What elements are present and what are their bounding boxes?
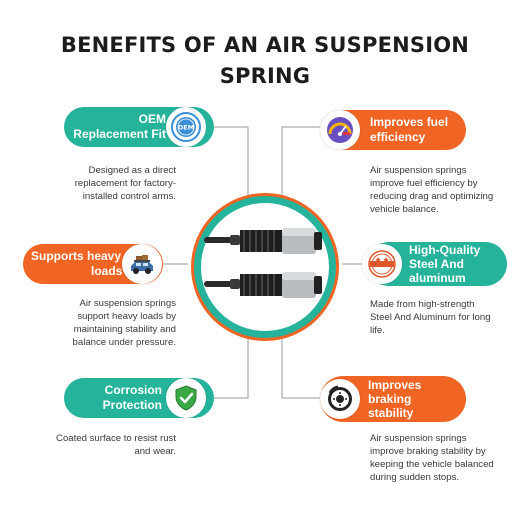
benefit-quality-label-2: Steel And [409,257,464,271]
desc-line: Coated surface to resist rust [56,433,176,444]
loaded-car-icon [122,244,162,284]
benefit-corrosion-label-2: Protection [102,398,162,412]
page-title-line-2: SPRING [219,64,311,88]
shield-check-icon [166,378,206,418]
air-spring-product-image [190,192,340,342]
page-title-line-1: BENEFITS OF AN AIR SUSPENSION [60,33,470,57]
lower-air-strut [204,272,322,298]
benefit-heavy-loads-description: Air suspension springs support heavy loa… [30,297,176,349]
benefit-braking-description: Air suspension springs improve braking s… [370,432,520,484]
connector-fuel [281,126,323,205]
benefit-quality-label-3: aluminum [409,271,466,285]
benefit-corrosion-label-1: Corrosion [104,383,162,397]
desc-line: support heavy loads by [77,311,176,322]
desc-line: replacement for factory- [74,178,176,189]
connector-oem [207,126,249,205]
desc-line: during sudden stops. [370,472,460,483]
desc-line: improve fuel efficiency by [370,178,478,189]
benefit-heavy-loads-label-1: Supports heavy [31,249,122,263]
oem-badge-text: OEM [178,124,194,132]
desc-line: installed control arms. [82,191,176,202]
upper-air-strut [204,228,322,254]
benefit-oem-description: Designed as a direct replacement for fac… [60,164,176,203]
desc-line: and wear. [134,446,176,457]
benefit-heavy-loads-label-2: loads [91,264,123,278]
desc-line: Designed as a direct [88,165,176,176]
benefit-braking-label-1: Improves [368,378,422,392]
quality-stamp-icon [362,244,402,284]
desc-line: balance under pressure. [72,337,176,348]
desc-line: maintaining stability and [73,324,176,335]
benefit-oem-label-2: Replacement Fit [73,127,166,141]
benefit-quality-description: Made from high-strength Steel And Alumin… [370,298,520,337]
benefit-braking-label-3: stability [368,406,414,420]
desc-line: vehicle balance. [370,204,439,215]
desc-line: Air suspension springs [370,433,467,444]
desc-line: Air suspension springs [79,298,176,309]
desc-line: Made from high-strength [370,299,475,310]
benefit-fuel-label-1: Improves fuel [370,115,449,129]
benefit-quality-pill: High-Quality Steel And aluminum [367,242,507,286]
connector-corrosion [207,338,249,399]
benefit-quality-label-1: High-Quality [409,243,481,257]
page-title: BENEFITS OF AN AIR SUSPENSION SPRING [0,30,530,92]
benefit-fuel-description: Air suspension springs improve fuel effi… [370,164,520,216]
connector-braking [281,338,323,399]
desc-line: life. [370,325,385,336]
oem-badge-icon: OEM [166,107,206,147]
benefit-oem-label-1: OEM [138,112,166,126]
desc-line: improve braking stability by [370,446,486,457]
desc-line: keeping the vehicle balanced [370,459,494,470]
desc-line: Steel And Aluminum for long [370,312,491,323]
desc-line: Air suspension springs [370,165,467,176]
desc-line: reducing drag and optimizing [370,191,494,202]
benefit-braking-label-2: braking [368,392,412,406]
benefit-corrosion-description: Coated surface to resist rust and wear. [30,432,176,458]
benefit-fuel-label-2: efficiency [370,130,426,144]
fuel-gauge-icon [320,110,360,150]
brake-disc-icon [320,379,360,419]
